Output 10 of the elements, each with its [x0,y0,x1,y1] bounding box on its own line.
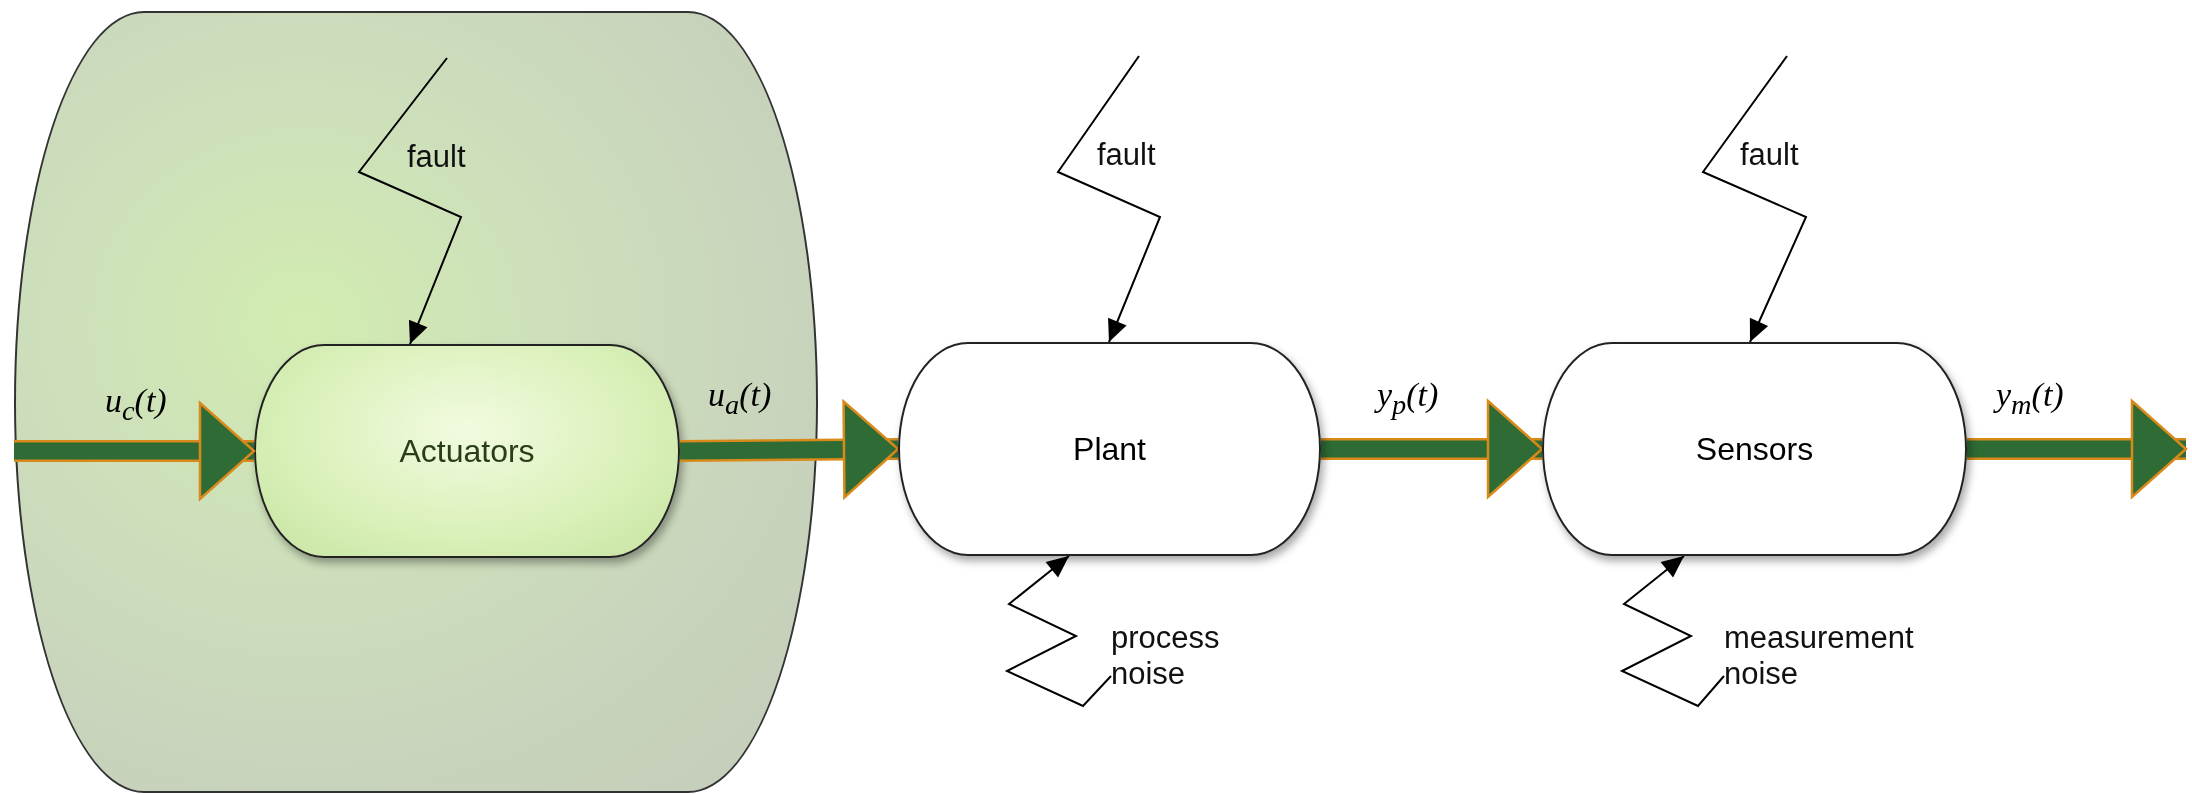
signal-label: u$_{c}$(t) [105,382,167,427]
input-label: fault [407,139,466,175]
input-label: measurement noise [1724,620,1964,692]
process-block: Plant [898,342,1321,556]
input-label: fault [1097,137,1156,173]
input-label: fault [1740,137,1799,173]
process-block: Sensors [1542,342,1967,556]
input-label: process noise [1111,620,1251,692]
process-block: Actuators [254,344,680,558]
signal-label: u$_{a}$(t) [708,376,772,421]
